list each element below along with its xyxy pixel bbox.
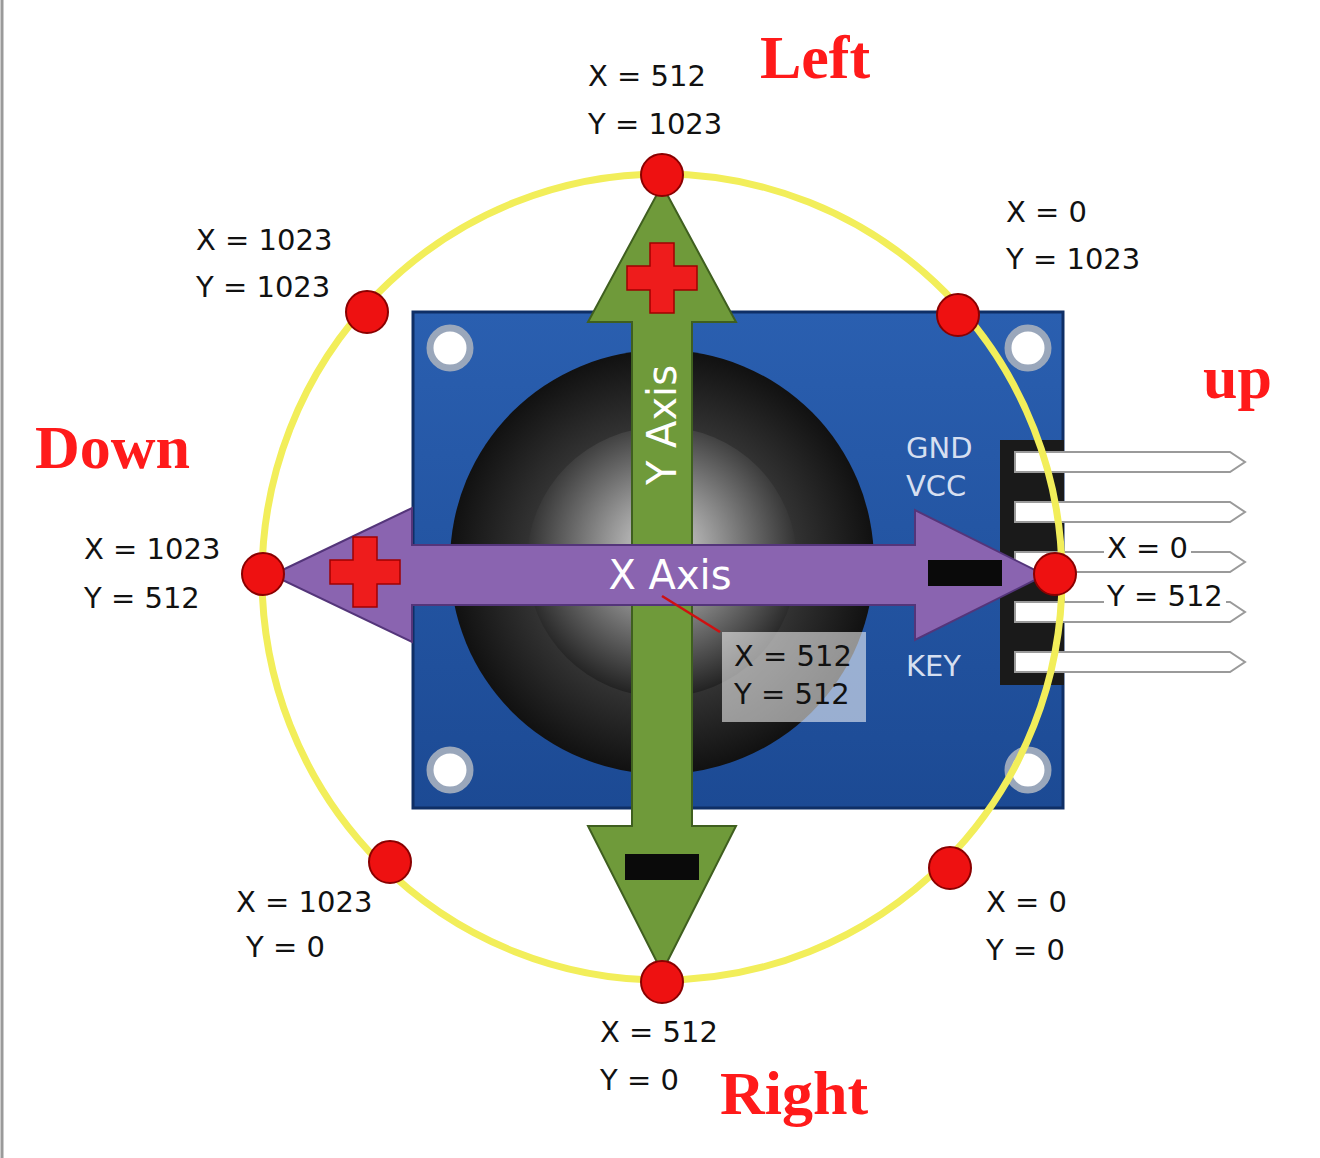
minus-sign (625, 854, 699, 880)
coordinate-value: Y = 0 (986, 934, 1065, 967)
position-dot (641, 154, 683, 196)
readout-box: X = 512Y = 512 (722, 632, 866, 722)
travel-circle (262, 174, 1062, 980)
x-axis-arrow (272, 508, 1045, 642)
pin-header (1000, 440, 1245, 685)
pin-name: GND (906, 432, 973, 465)
plus-sign (627, 243, 697, 313)
coordinate-value: X = 0 (1003, 196, 1090, 229)
pin (1015, 502, 1245, 522)
coordinate-value: X = 0 (1104, 532, 1191, 565)
coordinate-value: Y = 0 (600, 1064, 679, 1097)
position-dot (937, 294, 979, 336)
coordinate-value: X = 1023 (84, 533, 220, 566)
pin-name: VCC (906, 470, 966, 503)
position-dot (929, 847, 971, 889)
coordinate-value: Y = 512 (1104, 580, 1226, 613)
coordinate-value: Y = 1023 (588, 108, 722, 141)
position-dot (1034, 553, 1076, 595)
coordinate-value: X = 512 (734, 638, 854, 676)
mount-hole (430, 328, 470, 368)
coordinate-value: X = 512 (600, 1016, 718, 1049)
position-dot (641, 961, 683, 1003)
position-dots (242, 154, 1076, 1003)
mount-hole (1008, 328, 1048, 368)
position-dot (346, 291, 388, 333)
page-border (1, 0, 4, 1158)
minus-sign (928, 560, 1002, 586)
coordinate-value: X = 1023 (236, 886, 372, 919)
coordinate-value: Y = 1023 (1003, 243, 1143, 276)
direction-word: Down (35, 412, 190, 483)
mount-hole (430, 750, 470, 790)
coordinate-value: X = 0 (986, 886, 1067, 919)
coordinate-value: X = 1023 (196, 224, 332, 257)
position-dot (242, 553, 284, 595)
coordinate-value: Y = 0 (246, 931, 325, 964)
direction-word: Left (760, 22, 870, 93)
direction-word: up (1203, 342, 1272, 413)
axis-name: Y Axis (639, 365, 685, 485)
coordinate-value: X = 512 (588, 60, 706, 93)
coordinate-value: Y = 1023 (196, 271, 330, 304)
position-dot (369, 841, 411, 883)
leader-line (662, 596, 720, 632)
plus-sign (330, 537, 400, 607)
pin-name: KEY (906, 650, 961, 683)
y-axis-arrow (588, 185, 736, 972)
axis-name: X Axis (608, 552, 731, 598)
coordinate-value: Y = 512 (84, 582, 200, 615)
direction-word: Right (720, 1058, 868, 1129)
coordinate-value: Y = 512 (734, 676, 854, 714)
